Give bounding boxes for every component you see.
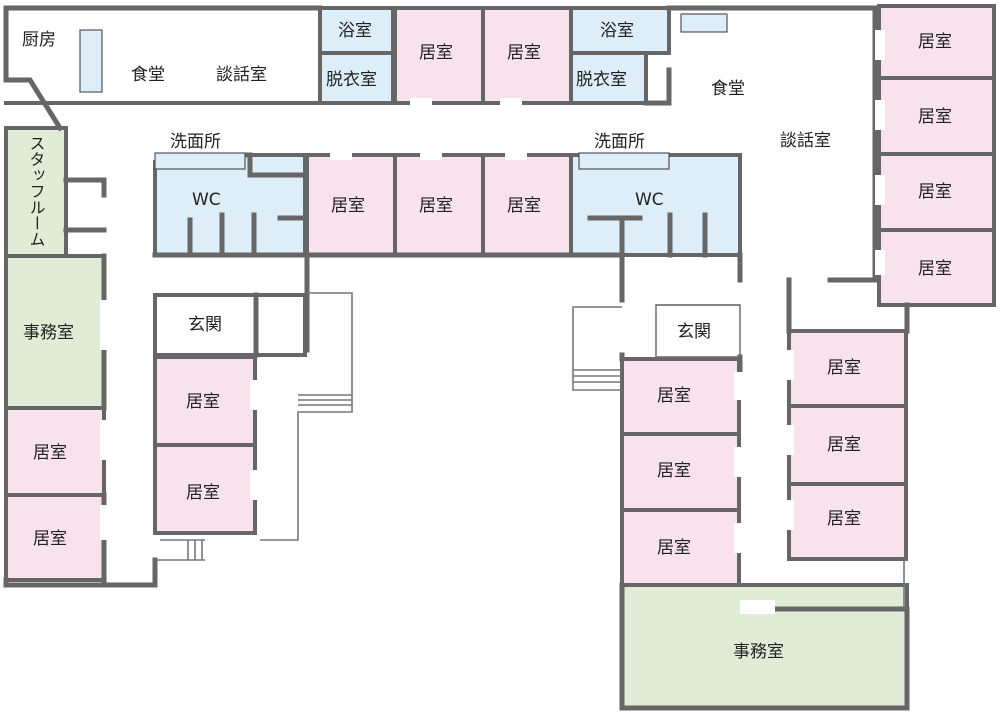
changing-room-left — [318, 51, 395, 105]
label-bedroom-east-1: 居室 — [918, 32, 952, 52]
kitchen-counter — [79, 29, 103, 93]
label-bedroom-east-2: 居室 — [918, 107, 952, 127]
label-bedroom-entrance-1: 居室 — [186, 392, 220, 412]
bedroom-east-4 — [877, 228, 996, 307]
door-gaps — [100, 30, 885, 614]
label-dining-left: 食堂 — [131, 65, 165, 85]
label-staff-room: スタッフルーム — [27, 135, 46, 247]
label-bedroom-entrance-2: 居室 — [186, 483, 220, 503]
label-bedroom-mid-2: 居室 — [419, 196, 453, 216]
label-dining-right: 食堂 — [711, 79, 745, 99]
label-bath-left: 浴室 — [338, 21, 372, 41]
changing-room-right — [569, 51, 648, 105]
bedroom-mid-2 — [393, 153, 485, 257]
wc-partitions — [187, 212, 708, 258]
wash-counter-right — [578, 152, 670, 170]
label-bedroom-east-3: 居室 — [918, 182, 952, 202]
bedroom-entrance-2 — [153, 443, 257, 535]
bedroom-southeast-3 — [787, 482, 908, 561]
office-left — [4, 254, 106, 410]
label-changing-right: 脱衣室 — [576, 70, 627, 90]
entrance-left — [153, 293, 307, 357]
label-washroom-left: 洗面所 — [170, 132, 221, 152]
label-office-left: 事務室 — [23, 323, 74, 343]
wc-left — [153, 153, 307, 257]
label-bedroom-mid-1: 居室 — [331, 196, 365, 216]
dining-counter-right — [680, 13, 728, 33]
bedroom-left-2 — [4, 493, 106, 582]
label-lounge-right: 談話室 — [780, 131, 831, 151]
room-labels: 厨房 食堂 談話室 浴室 脱衣室 居室 居室 浴室 脱衣室 食堂 談話室 洗面所… — [22, 21, 952, 662]
label-wc-right: WC — [635, 190, 664, 210]
bedroom-south-3 — [620, 508, 741, 587]
label-entrance-left: 玄関 — [188, 315, 222, 335]
label-bedroom-southeast-3: 居室 — [827, 509, 861, 529]
bedroom-south-1 — [620, 357, 741, 436]
label-bedroom-left-1: 居室 — [33, 443, 67, 463]
bedroom-entrance-1 — [153, 355, 257, 447]
label-bedroom-southeast-2: 居室 — [827, 435, 861, 455]
bedroom-top-1 — [393, 6, 485, 105]
label-bedroom-top-1: 居室 — [419, 43, 453, 63]
label-bedroom-southeast-1: 居室 — [827, 358, 861, 378]
label-entrance-right: 玄関 — [677, 322, 711, 342]
wash-counter-left — [154, 152, 246, 170]
stairs-right — [572, 304, 905, 609]
label-kitchen: 厨房 — [22, 30, 56, 50]
label-bedroom-left-2: 居室 — [33, 529, 67, 549]
label-bedroom-south-3: 居室 — [657, 538, 691, 558]
label-washroom-right: 洗面所 — [594, 132, 645, 152]
label-bedroom-south-2: 居室 — [657, 461, 691, 481]
label-lounge-left: 談話室 — [216, 65, 267, 85]
label-changing-left: 脱衣室 — [326, 70, 377, 90]
label-bedroom-top-2: 居室 — [507, 43, 541, 63]
label-bedroom-mid-3: 居室 — [507, 196, 541, 216]
bedroom-southeast-1 — [787, 329, 908, 408]
label-bedroom-east-4: 居室 — [918, 259, 952, 279]
label-bedroom-south-1: 居室 — [657, 386, 691, 406]
stairs-left — [155, 292, 353, 561]
label-bath-right: 浴室 — [600, 21, 634, 41]
label-office-right: 事務室 — [733, 642, 784, 662]
label-wc-left: WC — [192, 190, 221, 210]
